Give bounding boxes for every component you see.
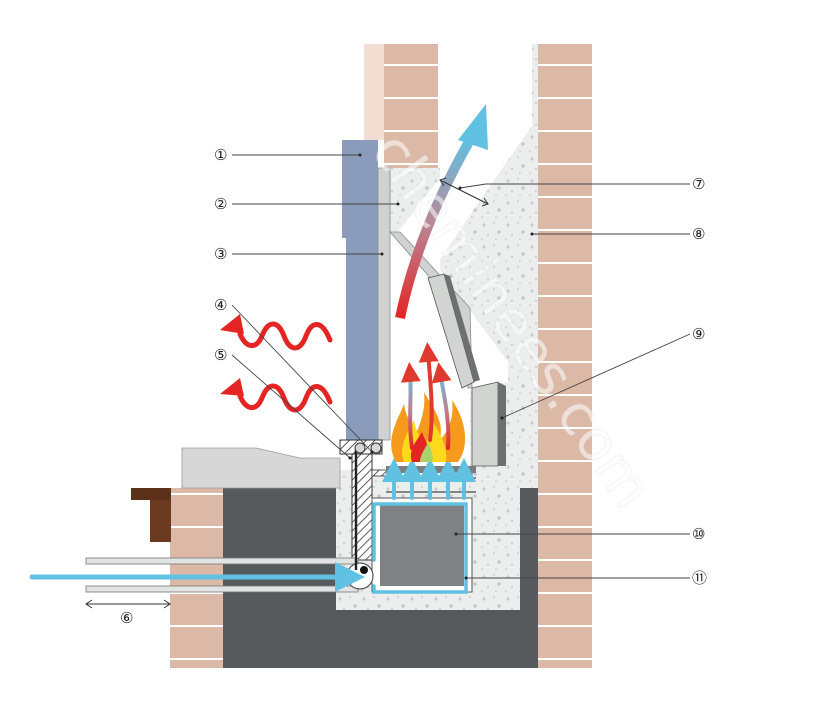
incoming-air-flow: [29, 458, 476, 594]
callout-labels: ① ② ③ ④ ⑤ ⑥ ⑦ ⑧ ⑨ ⑩ ⑪: [120, 146, 707, 627]
flue-exhaust-arrow: [395, 104, 488, 320]
chimney-left-brick: [364, 44, 438, 174]
callout-2: ②: [214, 195, 227, 213]
callout-8: ⑧: [692, 225, 705, 243]
callout-leaders: [231, 153, 691, 580]
upper-concrete-fill: [388, 168, 440, 232]
callout-10: ⑩: [692, 525, 705, 543]
hood-cladding-panel: [342, 140, 378, 450]
radiated-heat-arrows: [220, 314, 333, 413]
callout-6: ⑥: [120, 609, 133, 627]
combustion-gas-arrows: [400, 342, 452, 450]
front-hearth-slab: [181, 447, 341, 489]
flue-width-indicator: [439, 177, 489, 207]
wooden-floor-beam: [131, 488, 171, 542]
callout-4: ④: [214, 296, 227, 314]
callout-7: ⑦: [692, 175, 705, 193]
callout-3: ③: [214, 245, 227, 263]
fire-flame: [391, 392, 466, 462]
refractory-back-plates: [427, 273, 506, 467]
air-chamber: [371, 497, 473, 593]
callout-1: ①: [214, 146, 227, 164]
callout-5: ⑤: [214, 346, 227, 364]
callout-9: ⑨: [692, 325, 705, 343]
right-brick-wall: [538, 44, 592, 668]
concrete-insulation: [336, 44, 538, 610]
callout-11: ⑪: [692, 569, 707, 587]
dimension-indicator: [85, 599, 171, 609]
